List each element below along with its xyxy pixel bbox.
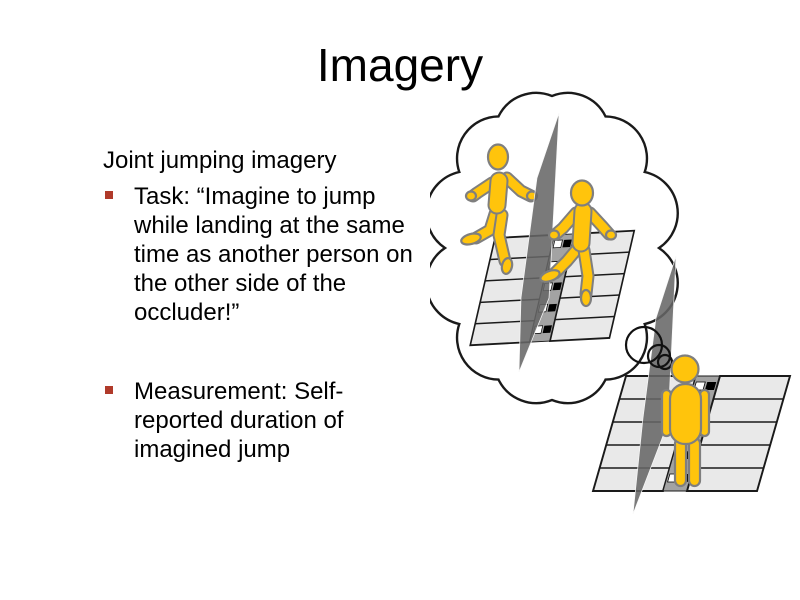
leg xyxy=(673,436,688,488)
foot xyxy=(579,288,593,308)
slide-title: Imagery xyxy=(316,39,484,91)
foot xyxy=(500,257,514,275)
bullet-task-text: Task: “Imagine to jump while landing at … xyxy=(134,183,413,327)
bullet-square-icon xyxy=(105,191,113,199)
thought-bubbles xyxy=(624,325,674,371)
head xyxy=(486,143,510,171)
bullet-item-measurement: Measurement: Self-reported duration of i… xyxy=(105,377,423,464)
torso xyxy=(668,382,703,446)
jumping-imagery-illustration xyxy=(430,91,792,515)
bullet-square-icon xyxy=(105,386,113,394)
imagined-runway-grid xyxy=(469,229,636,347)
hand xyxy=(464,190,478,202)
head xyxy=(670,354,700,384)
foot xyxy=(460,232,482,246)
hand xyxy=(604,229,618,241)
occluder-panel-imagined xyxy=(518,112,560,373)
bullet-measurement-text: Measurement: Self-reported duration of i… xyxy=(134,378,344,464)
standing-person xyxy=(660,354,711,488)
bullet-item-task: Task: “Imagine to jump while landing at … xyxy=(105,182,423,327)
lead-text: Joint jumping imagery xyxy=(103,147,337,174)
leg xyxy=(687,436,702,488)
hand xyxy=(547,229,561,241)
foot xyxy=(539,269,561,283)
head xyxy=(569,179,595,207)
jumping-figure-right xyxy=(539,179,618,308)
